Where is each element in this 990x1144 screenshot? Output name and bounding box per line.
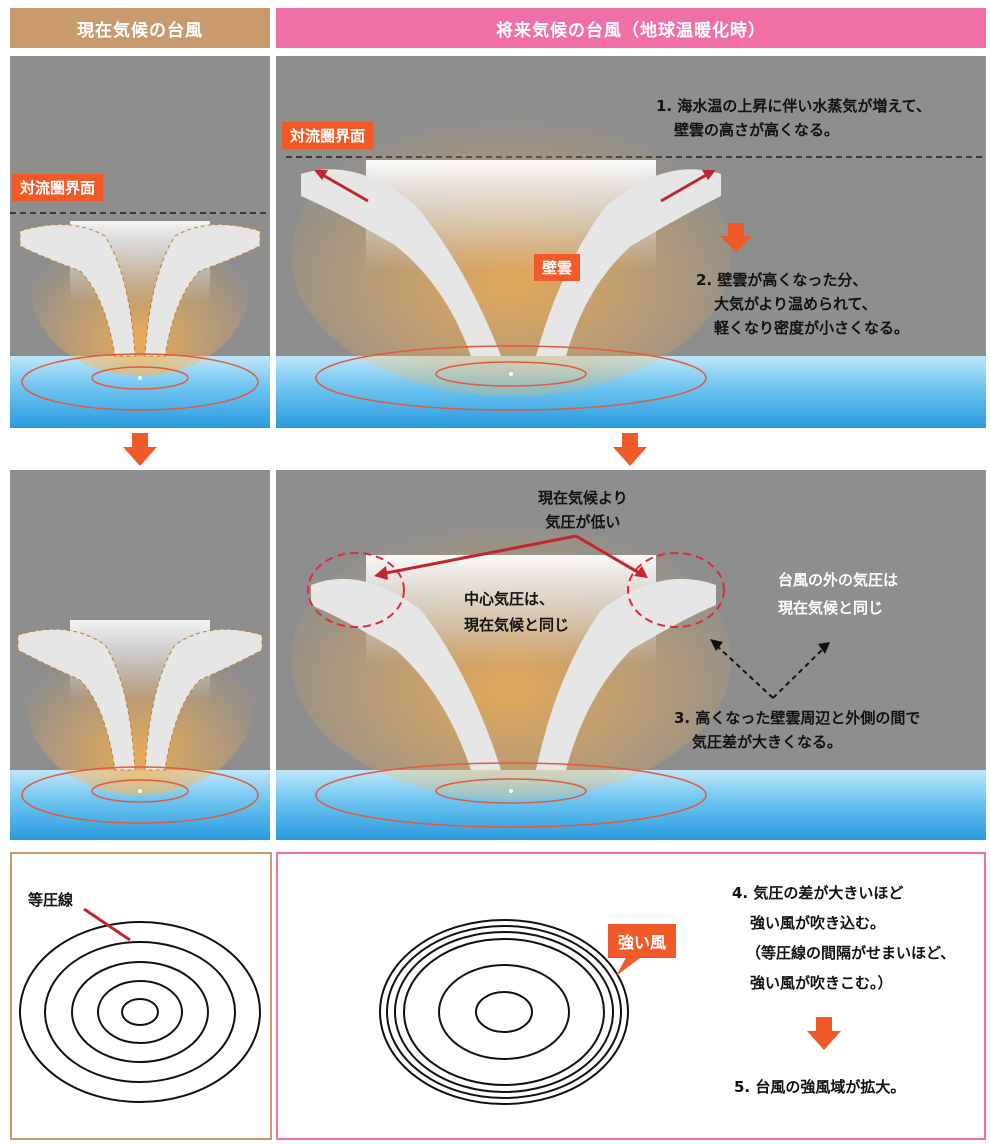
header-current-climate: 現在気候の台風 [10,8,270,48]
panel-future-middle: 現在気候より 気圧が低い 中心気圧は、 現在気候と同じ 台風の外の気圧は 現在気… [276,470,986,840]
note-step1: 1. 海水温の上昇に伴い水蒸気が増えて、 壁雲の高さが高くなる。 [656,94,931,142]
note-step5: 5. 台風の強風域が拡大。 [734,1072,905,1102]
panel-current-top: 対流圏界面 [10,56,270,428]
note-lower-pressure: 現在気候より 気圧が低い [538,486,628,534]
panel-current-middle [10,470,270,840]
isobar-label: 等圧線 [28,888,73,912]
current-middle-typhoon-illustration [10,470,270,840]
note-step2: 2. 壁雲が高くなった分、 大気がより温められて、 軽くなり密度が小さくなる。 [696,268,909,340]
future-middle-typhoon-illustration [276,470,986,840]
note-step4: 4. 気圧の差が大きいほど 強い風が吹き込む。 （等圧線の間隔がせまいほど、 強… [732,878,955,998]
panel-future-top: 対流圏界面 壁雲 1. 海水温の上昇に伴い水蒸気が増えて、 壁雲の高さが高くなる… [276,56,986,428]
note-outer-pressure: 台風の外の気圧は 現在気候と同じ [778,566,898,622]
strong-wind-label: 強い風 [608,924,676,958]
panel-current-isobars: 等圧線 [10,852,272,1140]
note-center-pressure: 中心気圧は、 現在気候と同じ [464,586,569,638]
panel-future-isobars: 強い風 4. 気圧の差が大きいほど 強い風が吹き込む。 （等圧線の間隔がせまいほ… [276,852,986,1140]
eyewall-label: 壁雲 [534,254,580,281]
note-step3: 3. 高くなった壁雲周辺と外側の間で 気圧差が大きくなる。 [674,706,920,754]
tropopause-label-future: 対流圏界面 [282,122,373,149]
tropopause-label-current: 対流圏界面 [12,174,103,201]
header-future-climate: 将来気候の台風（地球温暖化時） [276,8,986,48]
current-top-typhoon-illustration [10,56,270,428]
down-arrow-step5 [807,1017,841,1050]
